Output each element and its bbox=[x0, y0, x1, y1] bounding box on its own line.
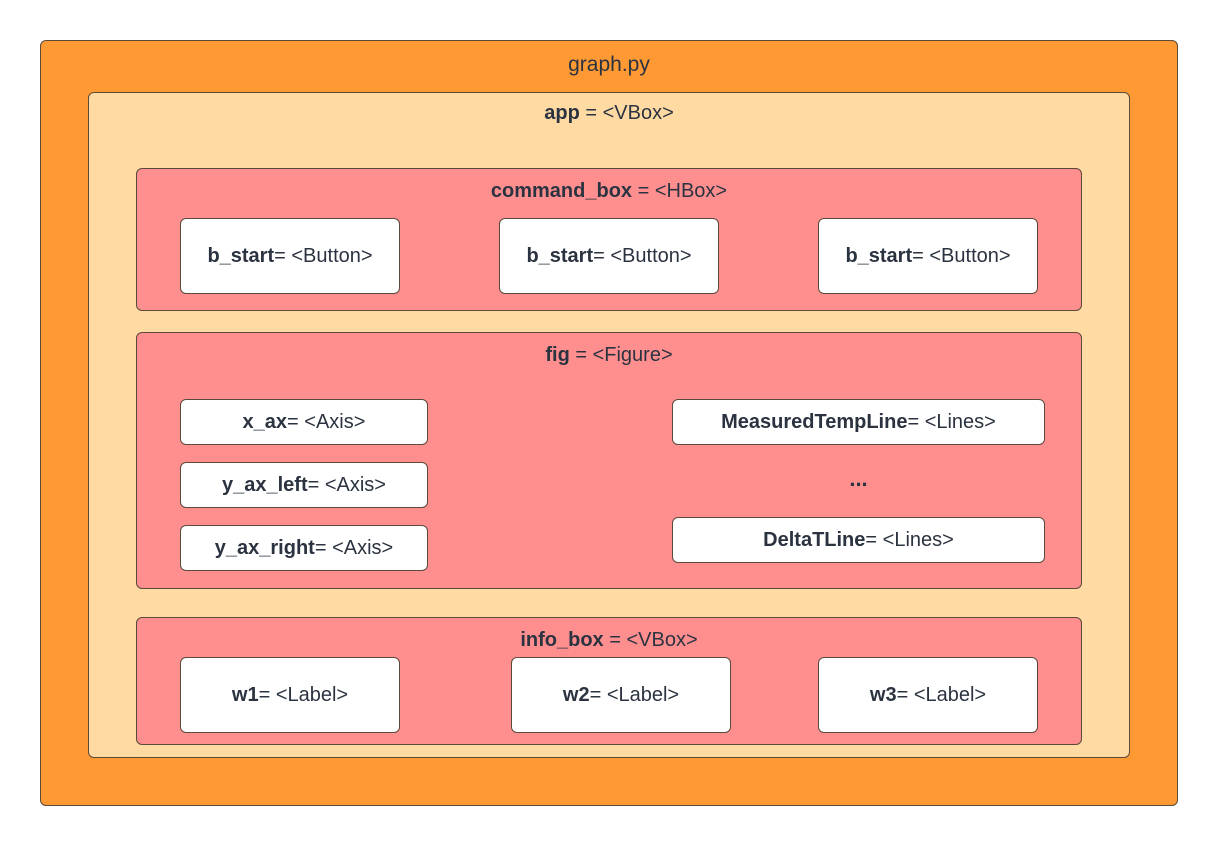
x-ax-axis: x_ax = <Axis> bbox=[180, 399, 428, 445]
w1-label: w1 = <Label> bbox=[180, 657, 400, 733]
info-box-type: = <VBox> bbox=[603, 629, 698, 651]
fig-type: = <Figure> bbox=[569, 344, 673, 366]
label-name: w3 bbox=[869, 683, 897, 706]
button-type: = <Button> bbox=[912, 244, 1011, 267]
button-name: b_start bbox=[845, 244, 913, 267]
w2-label: w2 = <Label> bbox=[511, 657, 731, 733]
b-start-button-1: b_start = <Button> bbox=[180, 218, 400, 294]
y-ax-right-axis: y_ax_right = <Axis> bbox=[180, 525, 428, 571]
app-name: app bbox=[544, 102, 580, 124]
delta-t-line: DeltaTLine = <Lines> bbox=[672, 517, 1045, 563]
app-type: = <VBox> bbox=[579, 102, 674, 124]
fig-title: fig = <Figure> bbox=[137, 344, 1081, 367]
line-type: = <Lines> bbox=[907, 410, 996, 433]
line-name: DeltaTLine bbox=[763, 528, 866, 551]
label-type: = <Label> bbox=[896, 683, 987, 706]
axis-type: = <Axis> bbox=[314, 536, 394, 559]
measured-temp-line: MeasuredTempLine = <Lines> bbox=[672, 399, 1045, 445]
b-start-button-3: b_start = <Button> bbox=[818, 218, 1038, 294]
command-box-type: = <HBox> bbox=[632, 180, 728, 202]
button-type: = <Button> bbox=[593, 244, 692, 267]
lines-ellipsis: ... bbox=[849, 466, 868, 491]
label-type: = <Label> bbox=[589, 683, 680, 706]
line-type: = <Lines> bbox=[865, 528, 954, 551]
command-box-title: command_box = <HBox> bbox=[137, 180, 1081, 203]
button-name: b_start bbox=[207, 244, 275, 267]
label-name: w1 bbox=[231, 683, 259, 706]
line-name: MeasuredTempLine bbox=[721, 410, 908, 433]
label-type: = <Label> bbox=[258, 683, 349, 706]
command-box-name: command_box bbox=[490, 180, 633, 202]
axis-name: y_ax_left bbox=[221, 473, 308, 496]
y-ax-left-axis: y_ax_left = <Axis> bbox=[180, 462, 428, 508]
graph-py-title: graph.py bbox=[568, 53, 650, 76]
axis-type: = <Axis> bbox=[307, 473, 386, 496]
info-box-name: info_box bbox=[520, 629, 604, 651]
info-box-title: info_box = <VBox> bbox=[137, 629, 1081, 652]
axis-name: x_ax bbox=[242, 410, 288, 433]
button-name: b_start bbox=[526, 244, 594, 267]
app-title: app = <VBox> bbox=[89, 102, 1129, 125]
label-name: w2 bbox=[562, 683, 590, 706]
axis-name: y_ax_right bbox=[214, 536, 315, 559]
b-start-button-2: b_start = <Button> bbox=[499, 218, 719, 294]
fig-name: fig bbox=[545, 344, 570, 366]
w3-label: w3 = <Label> bbox=[818, 657, 1038, 733]
button-type: = <Button> bbox=[274, 244, 373, 267]
axis-type: = <Axis> bbox=[287, 410, 366, 433]
